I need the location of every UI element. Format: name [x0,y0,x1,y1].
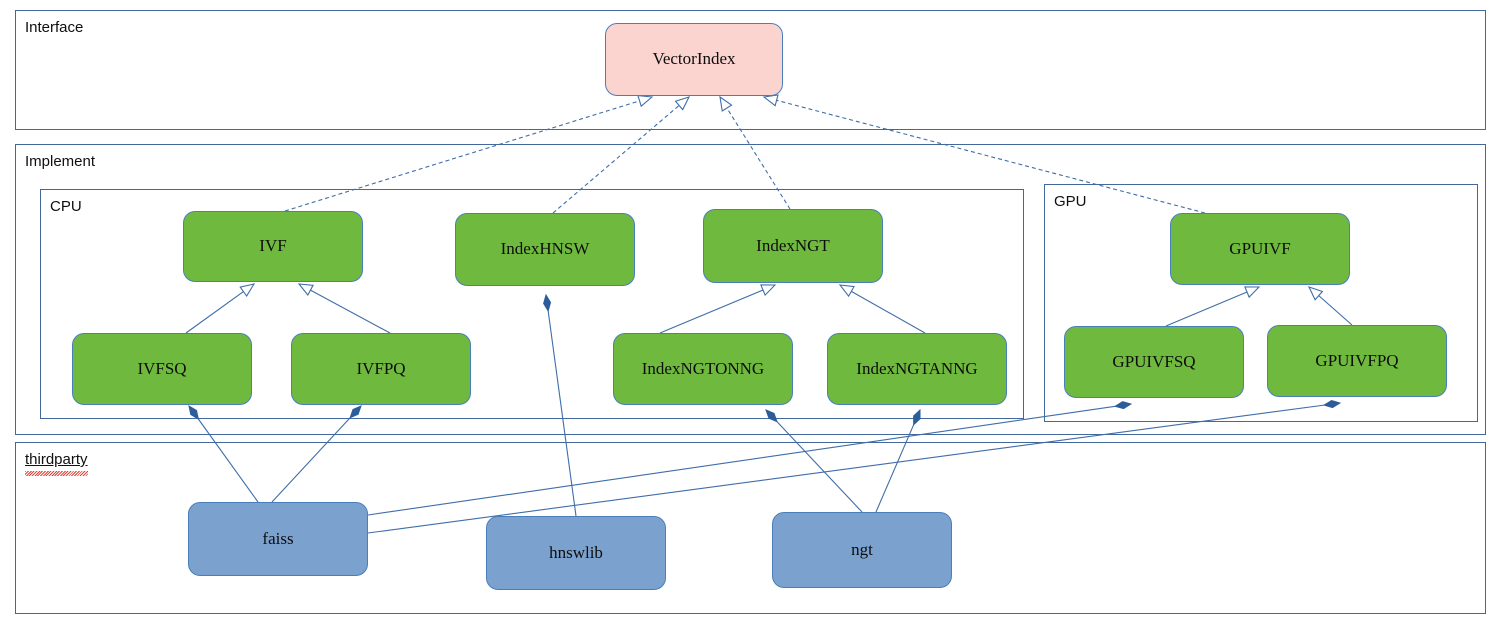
node-gpuivfsq[interactable]: GPUIVFSQ [1064,326,1244,398]
node-label: faiss [262,528,294,548]
node-indexngt[interactable]: IndexNGT [703,209,883,283]
node-ngt[interactable]: ngt [772,512,952,588]
node-label: VectorIndex [652,49,736,69]
group-label-implement: Implement [25,153,96,170]
node-indexngtonng[interactable]: IndexNGTONNG [613,333,793,405]
node-ivfsq[interactable]: IVFSQ [72,333,252,405]
node-ivf[interactable]: IVF [183,211,363,282]
node-label: GPUIVFPQ [1315,350,1399,370]
node-label: GPUIVF [1229,238,1291,258]
node-faiss[interactable]: faiss [188,502,368,576]
node-label: IVFPQ [356,358,406,378]
node-label: IndexHNSW [500,239,590,259]
group-label-thirdparty: thirdparty [25,451,88,468]
node-label: IndexNGTONNG [641,358,765,378]
spellcheck-squiggle-icon [25,471,88,476]
group-label-interface: Interface [25,19,84,36]
node-label: GPUIVFSQ [1112,351,1196,371]
node-gpuivf[interactable]: GPUIVF [1170,213,1350,285]
node-label: IndexNGTANNG [856,358,978,378]
node-label: hnswlib [549,542,603,562]
group-label-cpu: CPU [50,198,82,215]
node-indexhnsw[interactable]: IndexHNSW [455,213,635,286]
node-gpuivfpq[interactable]: GPUIVFPQ [1267,325,1447,397]
group-label-gpu: GPU [1054,193,1087,210]
node-vectorindex[interactable]: VectorIndex [605,23,783,96]
node-indexngtanng[interactable]: IndexNGTANNG [827,333,1007,405]
node-ivfpq[interactable]: IVFPQ [291,333,471,405]
node-label: IVF [259,236,287,256]
node-hnswlib[interactable]: hnswlib [486,516,666,590]
node-label: IndexNGT [756,235,830,255]
node-label: IVFSQ [137,358,187,378]
node-label: ngt [851,539,873,559]
